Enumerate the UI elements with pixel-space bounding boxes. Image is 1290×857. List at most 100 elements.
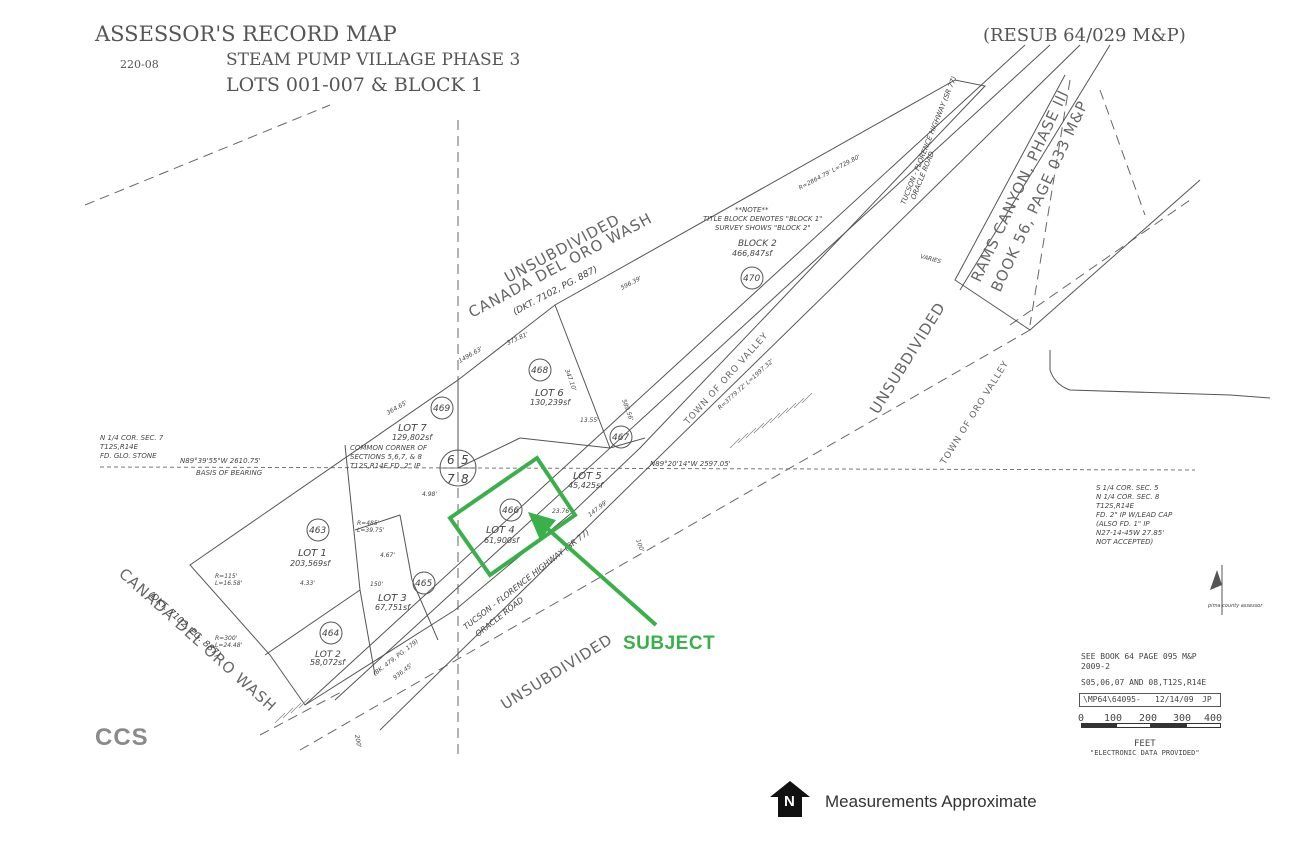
lot6-label: LOT 6 [535, 388, 564, 399]
highway-row-line-3 [379, 44, 1081, 731]
parcel-num-465: 465 [415, 579, 432, 589]
parcel-num-469: 469 [433, 404, 450, 414]
dim-150: 150' [370, 581, 383, 588]
hatch [737, 432, 749, 444]
lots-title: LOTS 001-007 & BLOCK 1 [226, 74, 483, 96]
corner-right-2: N 1/4 COR. SEC. 8 [1096, 493, 1160, 501]
sections-line: S05,06,07 AND 08,T12S,R14E [1081, 678, 1207, 687]
lot-line-c [457, 437, 521, 469]
lot3-area: 67,751sf [375, 603, 411, 612]
pima-county-assessor: pima county assessor [1207, 603, 1263, 609]
lot-line-i [264, 589, 361, 656]
lot-line-d [519, 437, 611, 449]
hatch [729, 437, 741, 449]
common-corner-2: SECTIONS 5,6,7, & 8 [350, 453, 422, 461]
bearing-left: N89°39'55"W 2610.75' [180, 457, 261, 465]
rams-boundary-dashed [1099, 89, 1146, 216]
lot6-area: 130,239sf [530, 398, 571, 407]
subject-highlight [447, 455, 658, 627]
file-initials: JP [1202, 695, 1212, 704]
basis-of-bearing: BASIS OF BEARING [196, 469, 263, 477]
subject-outline [447, 455, 578, 578]
lot5-area: 45,425sf [568, 481, 604, 490]
dim-4-98: 4.98' [422, 491, 437, 498]
book-number: 220-08 [120, 58, 159, 71]
subject-label: SUBJECT [623, 633, 716, 654]
corner-right-4: FD. 2" IP W/LEAD CAP [1096, 511, 1173, 519]
hatch [777, 407, 789, 419]
parcel-num-463: 463 [309, 526, 326, 536]
section-5: 5 [461, 453, 469, 467]
scale-seg-2 [1116, 723, 1151, 728]
hatch [753, 422, 765, 434]
corner-left-3: FD. GLO. STONE [100, 452, 157, 460]
lot5-label: LOT 5 [573, 471, 602, 482]
note-line-2: SURVEY SHOWS "BLOCK 2" [715, 224, 811, 232]
see-book-line-1: SEE BOOK 64 PAGE 095 M&P [1081, 652, 1197, 661]
block2-label: BLOCK 2 [738, 239, 777, 249]
lot-line-k [411, 579, 439, 641]
parcel-circle-464 [319, 621, 343, 645]
wash-ref-bottom: (DKT. 7102, PG. 887) [146, 590, 223, 660]
scale-0: 0 [1078, 713, 1085, 724]
parcel-num-468: 468 [531, 366, 548, 376]
parcel-circle-467 [609, 425, 633, 449]
parcel-num-464: 464 [322, 629, 339, 639]
scale-100: 100 [1104, 713, 1123, 724]
section-8: 8 [461, 472, 469, 486]
measurements-note: Measurements Approximate [825, 792, 1037, 811]
curve-l16: L=16.58' [215, 580, 243, 587]
unsubdivided-label-bottom: UNSUBDIVIDED [498, 630, 616, 713]
rams-road-upper [959, 44, 1111, 291]
lot4-label: LOT 4 [486, 525, 515, 536]
wash-label-top: CANADA DEL ORO WASH [465, 209, 655, 321]
note-heading: **NOTE** [735, 206, 769, 214]
see-book-line-2: 2009-2 [1081, 662, 1110, 671]
dim-23-76: 23.76' [552, 508, 571, 515]
dim-200: 200' [353, 734, 362, 748]
dim-100: 100' [634, 538, 645, 553]
curve-r115: R=115' [215, 573, 238, 580]
rams-road-lower [1049, 350, 1271, 399]
section-6: 6 [447, 453, 455, 467]
varies-label: VARIES [919, 253, 942, 265]
hatch [298, 697, 310, 709]
rams-boundary-dashed-2 [1009, 199, 1191, 326]
lot7-area: 129,802sf [392, 433, 433, 442]
wash-centerline-top [84, 104, 331, 206]
subdivision-name: STEAM PUMP VILLAGE PHASE 3 [226, 50, 521, 70]
scale-400: 400 [1204, 713, 1223, 724]
dim-936: 936.45' [392, 662, 414, 682]
dim-589: 589.56' [620, 398, 634, 422]
hatch [282, 707, 294, 719]
lot3-label: LOT 3 [378, 593, 407, 604]
corner-left-1: N 1/4 COR. SEC. 7 [100, 434, 164, 442]
town-oro-valley-right: TOWN OF ORO VALLEY [939, 359, 1012, 467]
lot-line-j [359, 589, 376, 676]
parcel-num-470: 470 [743, 274, 760, 284]
north-arrow-icon: N [770, 781, 810, 817]
lot-line-b [554, 304, 611, 449]
lot-line-h [399, 514, 413, 581]
parcel-circle-463 [306, 518, 330, 542]
common-corner-1: COMMON CORNER OF [350, 444, 428, 452]
lot1-label: LOT 1 [298, 548, 327, 559]
lot2-area: 58,072sf [310, 658, 346, 667]
lot7-label: LOT 7 [398, 423, 427, 434]
lot4-area: 61,900sf [484, 536, 520, 545]
hatch [793, 397, 805, 409]
note-line-1: TITLE BLOCK DENOTES "BLOCK 1" [703, 215, 822, 223]
bearing-right: N89°20'14"W 2597.05' [650, 460, 731, 468]
scale-bar [1081, 723, 1221, 728]
lot-line-f [344, 444, 361, 591]
curve-highway-upper: R=2864.79' L=729.80' [798, 153, 862, 192]
lot-line-g [354, 514, 401, 531]
corner-right-6: N27-14-45W 27.85' [1096, 529, 1164, 537]
subdivision-boundary [189, 79, 986, 706]
file-date: 12/14/09 [1155, 695, 1194, 704]
parcel-circle-468 [528, 358, 552, 382]
town-oro-valley-mid: TOWN OF ORO VALLEY [682, 331, 771, 428]
hatch [761, 417, 773, 429]
dim-1496: 1496.63' [458, 345, 485, 364]
